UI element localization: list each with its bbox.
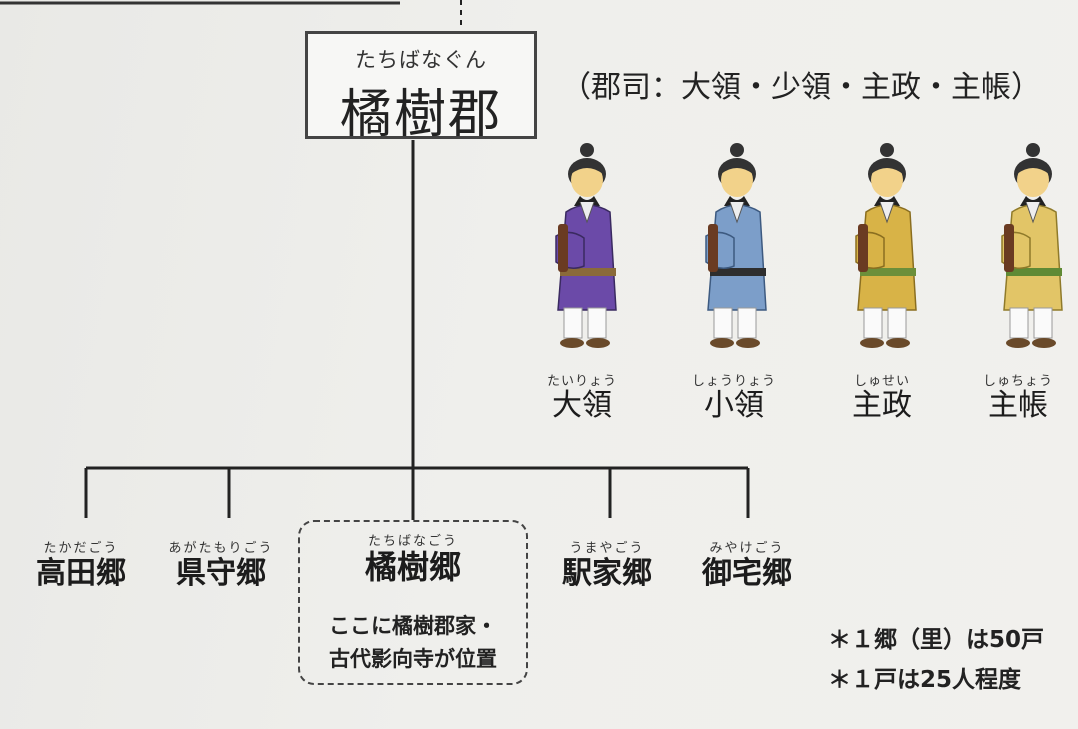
official-figure-shucho (986, 140, 1076, 350)
official-ruby: しょうりょう (691, 374, 776, 389)
village-name: 御宅郷 (702, 556, 792, 591)
official-ruby: しゅちょう (982, 374, 1053, 389)
district-box: たちばなぐん 橘樹郡 (305, 31, 537, 145)
village-miyake: みやけごう 御宅郷 (672, 537, 822, 592)
official-figure-shusei (840, 140, 930, 350)
official-label-dairyo: たいりょう 大領 (522, 370, 642, 423)
official-figure-dairyo (540, 140, 630, 350)
tachibana-go-highlight-box (298, 520, 528, 685)
footnote-go-households: ＊１郷（里）は50戸 (828, 627, 1045, 653)
official-label-shucho: しゅちょう 主帳 (958, 370, 1078, 423)
official-name: 主政 (852, 388, 912, 423)
officials-caption: （郡司：大領・少領・主政・主帳） (561, 70, 1041, 105)
district-ruby: たちばなぐん (355, 48, 487, 72)
official-label-shoryo: しょうりょう 小領 (674, 370, 794, 423)
tachibana-go-note: ここに橘樹郡家・ 古代影向寺が位置 (300, 610, 526, 676)
village-ruby: たかだごう (43, 541, 119, 556)
village-ruby: たちばなごう (367, 534, 458, 549)
official-name: 主帳 (988, 388, 1048, 423)
village-ruby: あがたもりごう (168, 541, 274, 556)
official-ruby: しゅせい (853, 374, 910, 389)
official-label-shusei: しゅせい 主政 (822, 370, 942, 423)
official-figure-shoryo (690, 140, 780, 350)
village-name: 駅家郷 (562, 556, 652, 591)
village-name: 県守郷 (176, 556, 266, 591)
village-name: 橘樹郷 (364, 548, 461, 586)
footnote-household-people: ＊１戸は25人程度 (828, 667, 1022, 693)
village-umaya: うまやごう 駅家郷 (532, 537, 682, 592)
note-line-2: 古代影向寺が位置 (329, 647, 497, 671)
official-shoryo-icon (705, 143, 767, 348)
note-line-1: ここに橘樹郡家・ (329, 614, 497, 638)
official-ruby: たいりょう (546, 374, 617, 389)
village-takada: たかだごう 高田郷 (6, 537, 156, 592)
official-dairyo-icon (555, 143, 617, 348)
village-agatamori: あがたもりごう 県守郷 (146, 537, 296, 592)
village-ruby: みやけごう (709, 541, 785, 556)
official-shucho-icon (1001, 143, 1063, 348)
official-name: 大領 (552, 388, 612, 423)
district-name: 橘樹郡 (339, 85, 502, 145)
official-shusei-icon (855, 143, 917, 348)
official-name: 小領 (704, 388, 764, 423)
village-tachibana: たちばなごう 橘樹郷 (338, 530, 488, 585)
village-name: 高田郷 (36, 556, 126, 591)
village-ruby: うまやごう (569, 541, 645, 556)
